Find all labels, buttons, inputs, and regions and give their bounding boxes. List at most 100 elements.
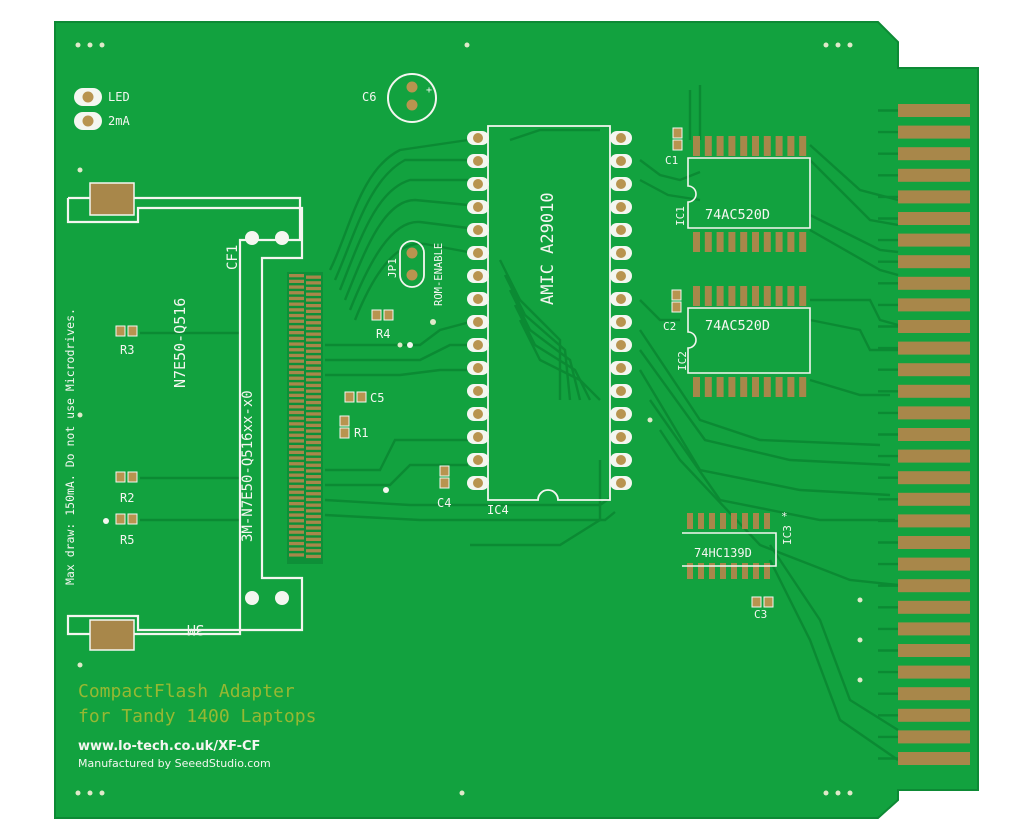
- cf-pin: [306, 503, 321, 507]
- smd-pin: [698, 513, 704, 529]
- ic1-label: IC1: [674, 206, 687, 226]
- board-title-line2: for Tandy 1400 Laptops: [78, 706, 316, 727]
- smd-pin: [728, 377, 736, 397]
- cf-pin: [306, 406, 321, 410]
- cf-pin: [289, 274, 304, 278]
- cf-pin: [289, 399, 304, 403]
- brand-mirrored-label: 3M: [187, 621, 204, 637]
- dip-pad-hole: [616, 363, 626, 373]
- edge-finger: [898, 730, 970, 744]
- dip-pad-hole: [473, 409, 483, 419]
- cf-pin: [289, 313, 304, 318]
- edge-finger: [898, 190, 970, 204]
- cf-pin: [289, 308, 304, 312]
- cf-pin: [289, 331, 304, 335]
- smd-pin: [716, 286, 724, 306]
- cf-pin: [306, 526, 321, 530]
- led-label: LED: [108, 90, 130, 104]
- edge-finger: [898, 752, 970, 765]
- dip-pad-hole: [616, 156, 626, 166]
- edge-finger: [898, 406, 970, 420]
- cf-pin: [306, 486, 321, 490]
- edge-finger: [898, 125, 970, 139]
- smd-pin: [775, 377, 783, 397]
- pcb-board: [54, 21, 979, 819]
- ic3-part-label: 74HC139D: [694, 546, 752, 560]
- smd-pin: [799, 377, 807, 397]
- n7e50-label: N7E50-Q516: [171, 298, 189, 388]
- smd-pin: [693, 136, 700, 156]
- cf-pin: [306, 281, 321, 285]
- c4-label: C4: [437, 496, 451, 510]
- dip-pad-hole: [473, 317, 483, 327]
- edge-finger: [898, 665, 970, 679]
- cf-pin: [289, 547, 304, 551]
- cf-pin: [306, 309, 321, 313]
- r5-label: R5: [120, 533, 134, 547]
- cf-pin: [306, 452, 321, 456]
- dip-pad-hole: [473, 133, 483, 143]
- edge-finger: [898, 600, 970, 614]
- passive-pads: [115, 127, 774, 608]
- jp1-label: JP1: [386, 258, 399, 278]
- edge-finger: [898, 147, 970, 161]
- smd-pin: [693, 286, 700, 306]
- cf-pin: [289, 296, 304, 301]
- smd-pin: [799, 136, 807, 156]
- cf-pin: [306, 429, 321, 433]
- cf-pin: [289, 519, 304, 523]
- smd-pin: [752, 377, 759, 397]
- smd-pin: [728, 286, 736, 306]
- cf-pin: [289, 513, 304, 517]
- dip-pad-hole: [616, 317, 626, 327]
- ic1-part-label: 74AC520D: [705, 207, 770, 223]
- dip-pad-hole: [473, 432, 483, 442]
- smd-pin: [799, 232, 807, 252]
- dip-pad-hole: [616, 432, 626, 442]
- via-dots: [103, 342, 413, 524]
- smd-pin: [709, 563, 715, 579]
- cf-pin: [289, 382, 304, 386]
- cf-pin: [306, 326, 321, 331]
- cf-pin: [289, 456, 304, 460]
- cf-pin: [306, 520, 321, 524]
- c3-label: C3: [754, 608, 767, 621]
- cf-pin: [289, 359, 304, 363]
- smd-pin: [753, 513, 759, 529]
- edge-finger: [898, 384, 970, 398]
- cf-pin: [289, 462, 304, 466]
- cf-pin: [289, 279, 304, 283]
- smd-pin: [704, 377, 712, 397]
- cf-pin: [289, 325, 304, 329]
- edge-finger: [898, 687, 970, 701]
- smd-pin: [716, 136, 724, 156]
- c6-plus: +: [426, 85, 432, 96]
- smd-pin: [763, 136, 771, 156]
- ic3-pin1-star: *: [781, 510, 788, 523]
- cf-pin: [306, 395, 321, 399]
- cf-pin: [289, 405, 304, 409]
- dip-pad-hole: [616, 294, 626, 304]
- smd-pin: [787, 286, 795, 306]
- smd-pin: [687, 563, 693, 579]
- cf-pin: [289, 507, 304, 511]
- cf-pin: [289, 524, 304, 529]
- dip-pad-hole: [616, 455, 626, 465]
- edge-finger: [898, 276, 970, 290]
- smd-pin: [728, 136, 736, 156]
- edge-finger: [898, 449, 970, 463]
- ic2-label: IC2: [676, 351, 689, 371]
- smd-pin: [775, 232, 783, 252]
- dip-pad-hole: [473, 202, 483, 212]
- cf-pin: [289, 536, 304, 540]
- dip-pad-hole: [616, 271, 626, 281]
- cf-pin: [306, 298, 321, 302]
- cf-pin: [306, 435, 321, 439]
- cf-pin: [306, 349, 321, 353]
- cf1-label: CF1: [225, 245, 241, 270]
- smd-pin: [763, 286, 771, 306]
- smd-pin: [753, 563, 759, 579]
- cf-pin: [289, 490, 304, 494]
- cf-pin: [306, 338, 321, 342]
